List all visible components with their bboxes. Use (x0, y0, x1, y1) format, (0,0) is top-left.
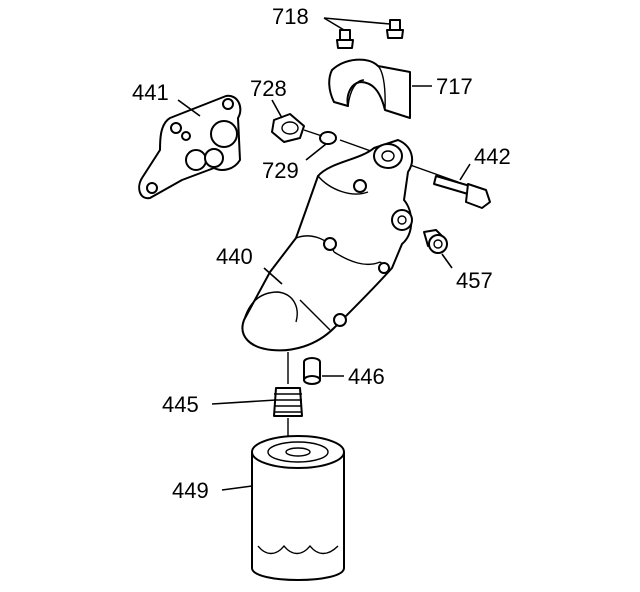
callout-442: 442 (474, 144, 511, 169)
part-728-fitting (271, 113, 305, 143)
callout-441: 441 (132, 80, 169, 105)
leader-lines (177, 17, 471, 491)
part-440-adapter (241, 139, 414, 352)
part-446-fitting (303, 357, 321, 385)
part-449-oil-filter (251, 435, 345, 581)
part-717-shield (328, 58, 411, 119)
part-718-bolt-right (386, 19, 404, 39)
part-457-plug (423, 229, 448, 254)
callout-718: 718 (272, 4, 309, 29)
part-445-nipple (273, 352, 303, 452)
callout-440: 440 (216, 244, 253, 269)
part-718-bolt-left (336, 29, 354, 49)
callout-449: 449 (172, 478, 209, 503)
callout-445: 445 (162, 392, 199, 417)
part-729-o-ring (319, 131, 337, 145)
callout-729: 729 (262, 158, 299, 183)
callout-728: 728 (250, 76, 287, 101)
callout-446: 446 (348, 364, 385, 389)
axis-line-728 (303, 129, 323, 137)
callout-717: 717 (436, 74, 473, 99)
callout-457: 457 (456, 268, 493, 293)
part-441-gasket (138, 94, 242, 200)
